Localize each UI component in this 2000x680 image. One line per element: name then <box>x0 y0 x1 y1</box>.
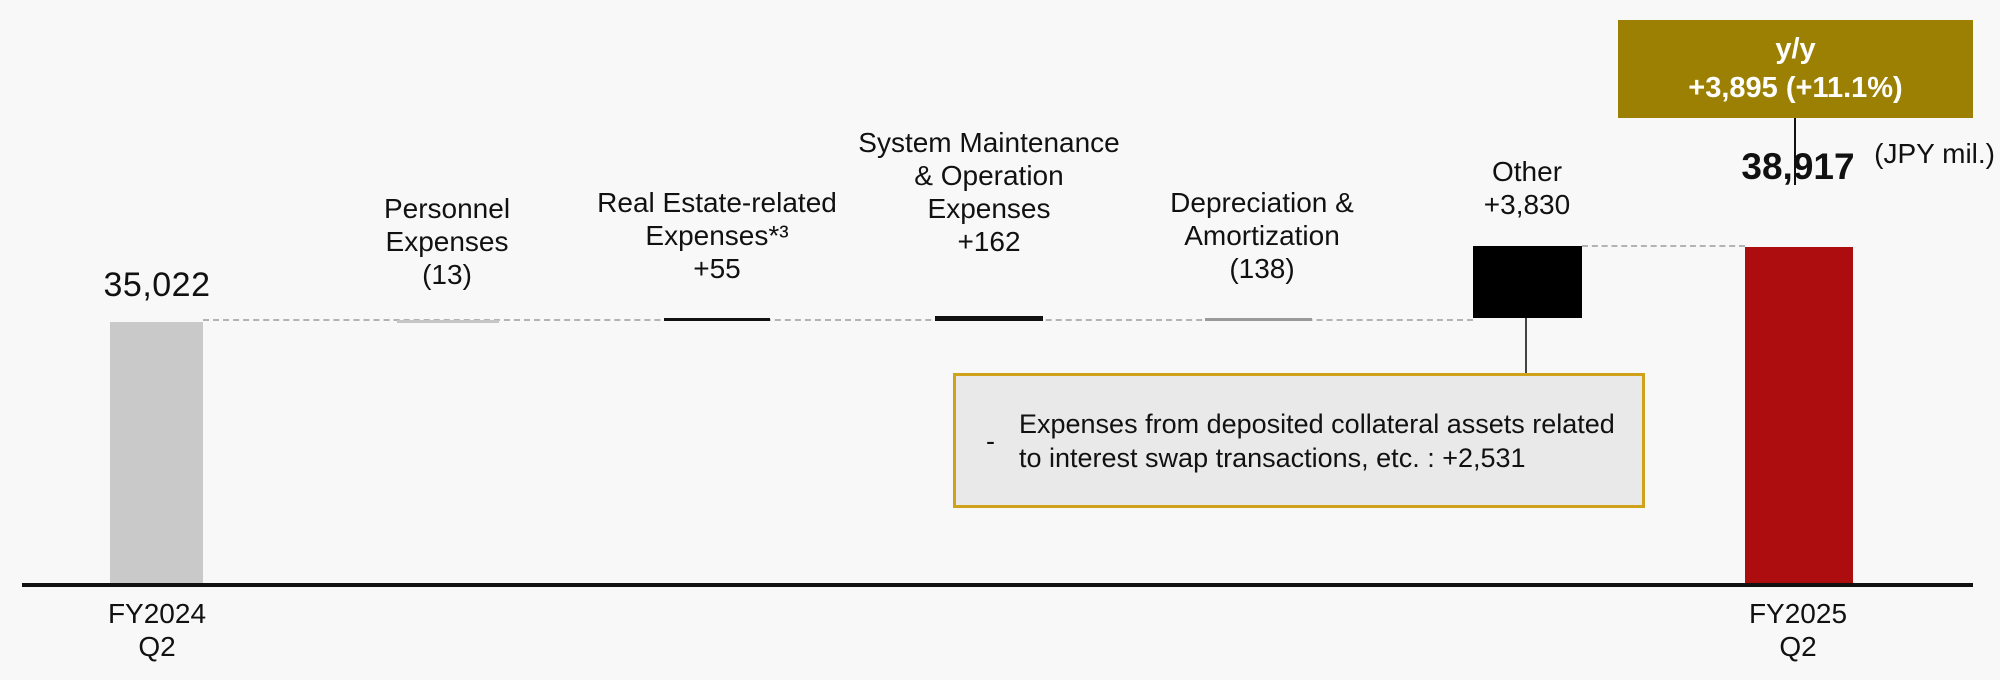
category-label-system-maintenance: System Maintenance & Operation Expenses … <box>858 127 1120 257</box>
bar-fy2024-q2 <box>110 322 203 585</box>
yoy-label: y/y <box>1775 33 1816 65</box>
bar-other <box>1473 246 1582 318</box>
bar-real-estate-expenses <box>664 318 770 321</box>
category-label-real-estate-expenses: Real Estate-related Expenses*³ +55 <box>597 187 837 284</box>
note-text: Expenses from deposited collateral asset… <box>1019 408 1615 473</box>
dotted-connector-top <box>1582 245 1745 247</box>
unit-label: (JPY mil.) <box>1874 138 1995 169</box>
yoy-value: +3,895 (+11.1%) <box>1688 72 1903 104</box>
yoy-callout-box: y/y +3,895 (+11.1%) <box>1618 20 1973 118</box>
end-value-label: 38,917 <box>1741 146 1855 187</box>
bar-fy2025-q2 <box>1745 247 1853 585</box>
x-axis-label-fy2025-q2: FY2025 Q2 <box>1748 598 1848 662</box>
category-label-personnel-expenses: Personnel Expenses (13) <box>383 193 511 290</box>
start-value-label: 35,022 <box>103 266 211 304</box>
note-connector-line <box>1525 318 1527 374</box>
x-axis-label-fy2024-q2: FY2024 Q2 <box>107 598 207 662</box>
bar-personnel-expenses <box>397 320 499 323</box>
yoy-connector-line <box>1794 118 1796 185</box>
bar-depreciation-amortization <box>1205 318 1312 321</box>
bar-system-maintenance <box>935 316 1043 321</box>
note-box: - Expenses from deposited collateral ass… <box>953 373 1645 508</box>
note-dash: - <box>986 425 995 456</box>
x-axis-line <box>22 583 1973 587</box>
category-label-other: Other +3,830 <box>1483 156 1571 220</box>
dotted-connector-base <box>203 319 1473 321</box>
category-label-depreciation-amortization: Depreciation & Amortization (138) <box>1170 187 1354 284</box>
